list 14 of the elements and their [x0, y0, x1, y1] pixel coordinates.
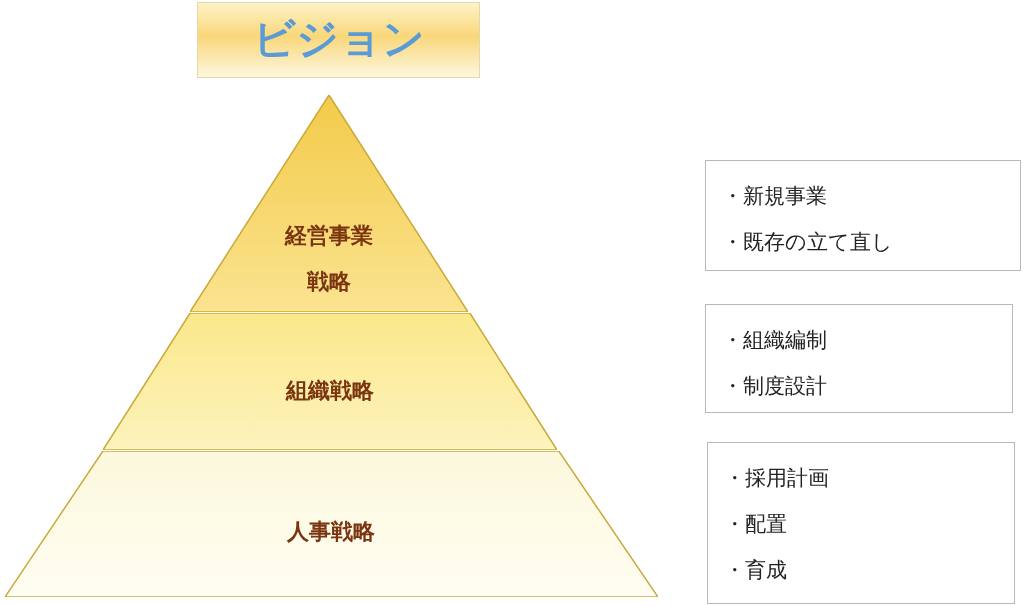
bullet-item: ・新規事業	[722, 183, 827, 210]
tier-label: 組織戦略	[284, 377, 375, 405]
tier-label: 経営事業戦略	[283, 222, 374, 296]
title-banner: ビジョン	[197, 2, 480, 78]
bullet-item: ・配置	[724, 511, 787, 538]
bullet-item: ・制度設計	[722, 373, 827, 400]
bullet-item: ・育成	[724, 557, 787, 584]
note-box	[705, 160, 1021, 271]
bullet-item: ・組織編制	[722, 327, 827, 354]
note-box	[705, 304, 1013, 413]
bullet-item: ・採用計画	[724, 465, 829, 492]
tier-label: 人事戦略	[286, 518, 377, 546]
bullet-item: ・既存の立て直し	[722, 229, 893, 256]
note-box	[707, 442, 1015, 604]
